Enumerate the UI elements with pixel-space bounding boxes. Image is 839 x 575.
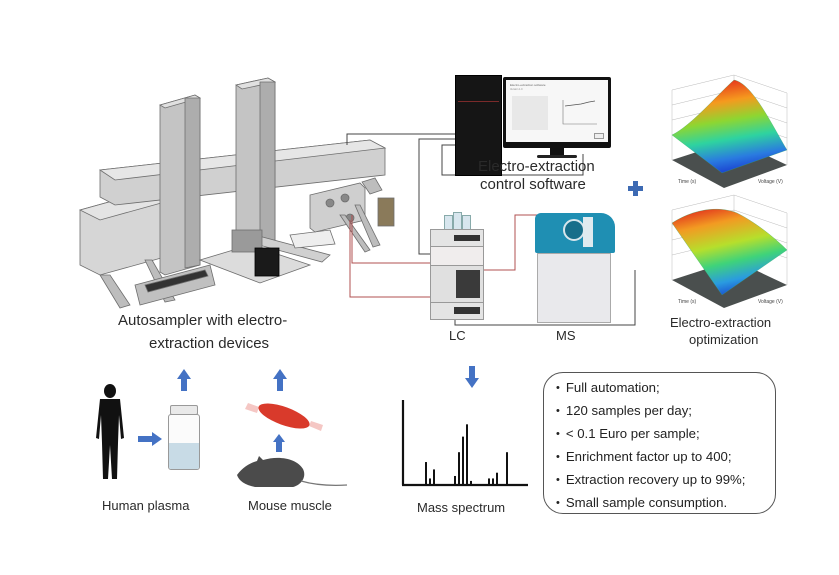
ms-label: MS [556,328,576,343]
muscle-icon [245,403,323,431]
monitor-screen: Electro-extraction software Version 1.0 [506,80,608,142]
arrow-down-icon [465,366,479,388]
feature-item: 120 samples per day; [556,400,775,423]
human-silhouette-icon [96,384,124,479]
optimization-label-line2: optimization [689,332,759,347]
human-plasma-label: Human plasma [102,498,190,513]
software-mini-chart [562,100,597,125]
agitator-motor [231,229,263,253]
feature-item: Small sample consumption. [556,492,775,515]
monitor-stand [550,148,564,156]
arrow-up-icon-plasma [177,369,191,391]
monitor-base [537,155,577,158]
connector-autosampler-pc [346,133,455,145]
pc-tower-stripe [458,101,499,102]
connector-valve-lc-2 [349,220,430,298]
electrode-plate [377,197,395,227]
surface-plot-2-time-label: Time (s) [678,299,696,305]
software-version: Version 1.0 [510,88,523,91]
feature-item: Extraction recovery up to 99%; [556,469,775,492]
surface-plot-1: Time (s) Voltage (V) [671,74,788,188]
arrow-up-icon-muscle-bottom [273,434,285,452]
pc-tower [455,75,502,176]
surface-plot-1-time-label: Time (s) [678,179,696,185]
mass-spectrum-label: Mass spectrum [417,500,506,515]
arrow-right-icon [138,432,162,446]
feature-item: Full automation; [556,377,775,400]
mouse-icon [237,456,348,487]
mouse-muscle-label: Mouse muscle [248,498,332,513]
lc-instrument [430,212,484,322]
monitor: Electro-extraction software Version 1.0 [503,77,611,156]
ms-instrument [535,213,615,323]
ms-top-housing [535,213,615,253]
features-box: Full automation;120 samples per day;< 0.… [543,372,776,514]
surface-plot-2-surface [671,208,788,296]
plasma-vial-icon [168,405,200,470]
surface-plot-1-surface [671,79,788,174]
surface-plot-2: Time (s) Voltage (V) [671,194,788,308]
software-label-line2: control software [480,176,586,193]
autosampler-label-line2: extraction devices [149,335,270,352]
connector-pc-lc [418,138,455,255]
feature-item: Enrichment factor up to 400; [556,446,775,469]
optimization-label-line1: Electro-extraction [670,315,772,330]
autosampler-label-line1: Autosampler with electro- [118,312,288,329]
software-label-line1: Electro-extraction [478,158,595,175]
lc-label: LC [449,328,466,343]
surface-plot-2-voltage-label: Voltage (V) [758,299,783,305]
solvent-bottles [444,212,471,230]
connector-valve-lc-1 [351,215,430,264]
mass-spectrum-plot [401,400,528,487]
software-title: Electro-extraction software [510,83,546,87]
feature-item: < 0.1 Euro per sample; [556,423,775,446]
arrow-up-icon-muscle-top [273,369,287,391]
plus-icon [628,181,643,196]
features-list: Full automation;120 samples per day;< 0.… [556,377,775,515]
software-button[interactable] [594,133,604,139]
ms-body [537,253,611,323]
connector-pc-software [441,144,584,176]
software-image-panel [512,96,548,130]
surface-plot-1-voltage-label: Voltage (V) [758,179,783,185]
